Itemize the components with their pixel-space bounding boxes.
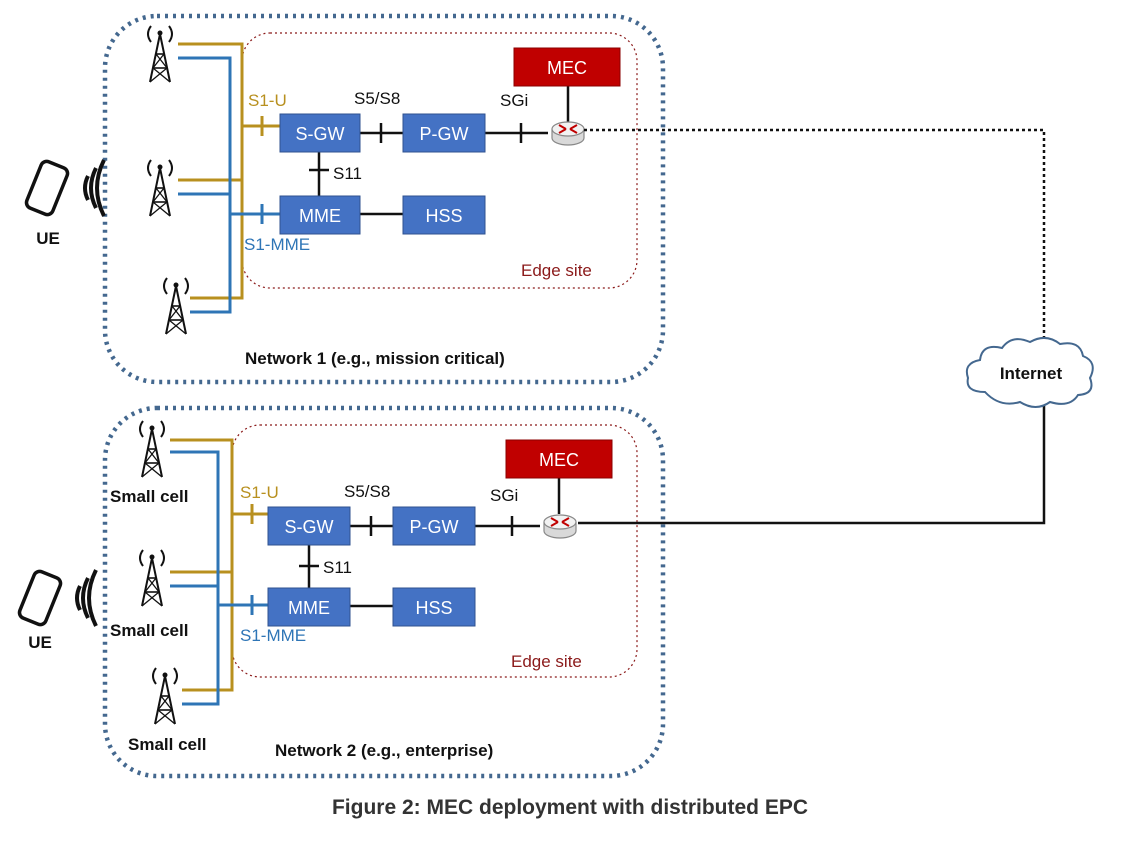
internet-links [578,128,1046,525]
sgw-label: S-GW [285,517,334,537]
router-icon [551,121,585,146]
s1u-links [170,438,268,692]
hss-label: HSS [415,598,452,618]
network-2-caption: Network 2 (e.g., enterprise) [275,741,493,760]
network-1-boundary [102,13,666,385]
s1mme-label: S1-MME [244,235,310,254]
cell-tower-icon [147,25,173,83]
s11-label: S11 [323,558,352,577]
s1mme-links [178,56,280,314]
pgw-label: P-GW [420,124,469,144]
cell-tower-icon [163,277,189,335]
ue-label: UE [36,229,60,248]
s1mme-label: S1-MME [240,626,306,645]
mec-label: MEC [539,450,579,470]
hss-node [392,587,476,627]
mec-node [513,47,621,87]
mec-node [505,439,613,479]
small-cell-label: Small cell [110,487,188,506]
hss-node [402,195,486,235]
s1mme-links [170,450,268,706]
mme-label: MME [288,598,330,618]
sgw-node [267,506,351,546]
internet-cloud-icon [965,337,1094,408]
s5s8-label: S5/S8 [344,482,390,501]
sgw-node [279,113,361,153]
hss-label: HSS [425,206,462,226]
mec-label: MEC [547,58,587,78]
cell-tower-icon [152,667,178,725]
s1u-label: S1-U [240,483,279,502]
internet-label: Internet [1000,364,1063,383]
pgw-node [402,113,486,153]
mme-node [267,587,351,627]
ue-phone-icon [15,567,65,629]
figure-caption: Figure 2: MEC deployment with distribute… [331,796,809,819]
small-cell-label: Small cell [128,735,206,754]
core-links [299,478,561,608]
network-2: UE Small cell Small cell Small cell [15,405,666,779]
edge-site-label: Edge site [511,652,582,671]
cell-tower-icon [147,159,173,217]
edge-site-1-boundary [241,32,638,289]
small-cell-label: Small cell [110,621,188,640]
sgw-label: S-GW [296,124,345,144]
network-2-boundary [102,405,666,779]
network-1: UE S- [22,13,666,385]
edge-site-2-boundary [231,424,638,678]
sgi-label: SGi [490,486,518,505]
router-icon [543,514,577,539]
sgi-label: SGi [500,91,528,110]
mme-node [279,195,361,235]
cell-tower-icon [139,420,165,478]
pgw-node [392,506,476,546]
ue-phone-icon [22,157,72,219]
core-links [309,86,570,216]
pgw-label: P-GW [410,517,459,537]
radio-waves-icon [75,568,98,628]
cell-tower-icon [139,549,165,607]
network-1-caption: Network 1 (e.g., mission critical) [245,349,505,368]
s5s8-label: S5/S8 [354,89,400,108]
radio-waves-icon [83,158,106,218]
edge-site-label: Edge site [521,261,592,280]
ue-label: UE [28,633,52,652]
s1u-label: S1-U [248,91,287,110]
mme-label: MME [299,206,341,226]
s11-label: S11 [333,164,362,183]
